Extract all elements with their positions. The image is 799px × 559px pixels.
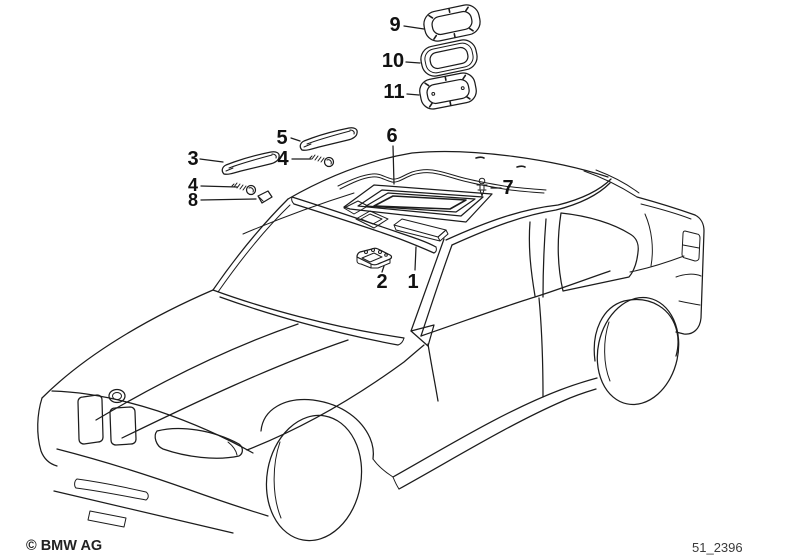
drawing-number: 51_2396 (692, 540, 743, 555)
clip-part-7 (476, 177, 488, 197)
visor-recess-right (393, 218, 449, 242)
sunroof-frame-part-11 (419, 72, 477, 110)
sunroof-trim-part-9 (423, 4, 481, 42)
sunroof-recess-outline (343, 184, 493, 223)
callout-11: 11 (383, 81, 404, 103)
callout-2: 2 (376, 271, 387, 293)
screw-part-4-lower (231, 182, 257, 196)
callout-8: 8 (188, 190, 198, 210)
sunroof-opening (373, 195, 467, 210)
callout-7: 7 (502, 177, 513, 199)
callout-10: 10 (382, 50, 404, 72)
callout-1: 1 (407, 271, 418, 293)
callout-3: 3 (187, 148, 198, 170)
grab-handle-part-3 (221, 151, 280, 175)
copyright-text: © BMW AG (26, 538, 102, 554)
leader-lines (199, 25, 502, 273)
visor-recess-left (343, 200, 369, 215)
cover-cap-part-8 (257, 190, 273, 204)
sunroof-seal-part-10 (420, 39, 478, 77)
callout-4-lower: 4 (188, 175, 198, 195)
callout-5: 5 (276, 127, 287, 149)
callout-4-upper: 4 (277, 148, 289, 170)
screw-part-4-upper (309, 154, 335, 168)
mirror-mount-recess (355, 210, 389, 229)
car-body-drawing (37, 150, 705, 542)
grab-handle-part-5 (299, 127, 358, 151)
callout-9: 9 (389, 14, 400, 36)
callout-6: 6 (386, 125, 397, 147)
interior-lamp-part-2 (356, 247, 393, 269)
